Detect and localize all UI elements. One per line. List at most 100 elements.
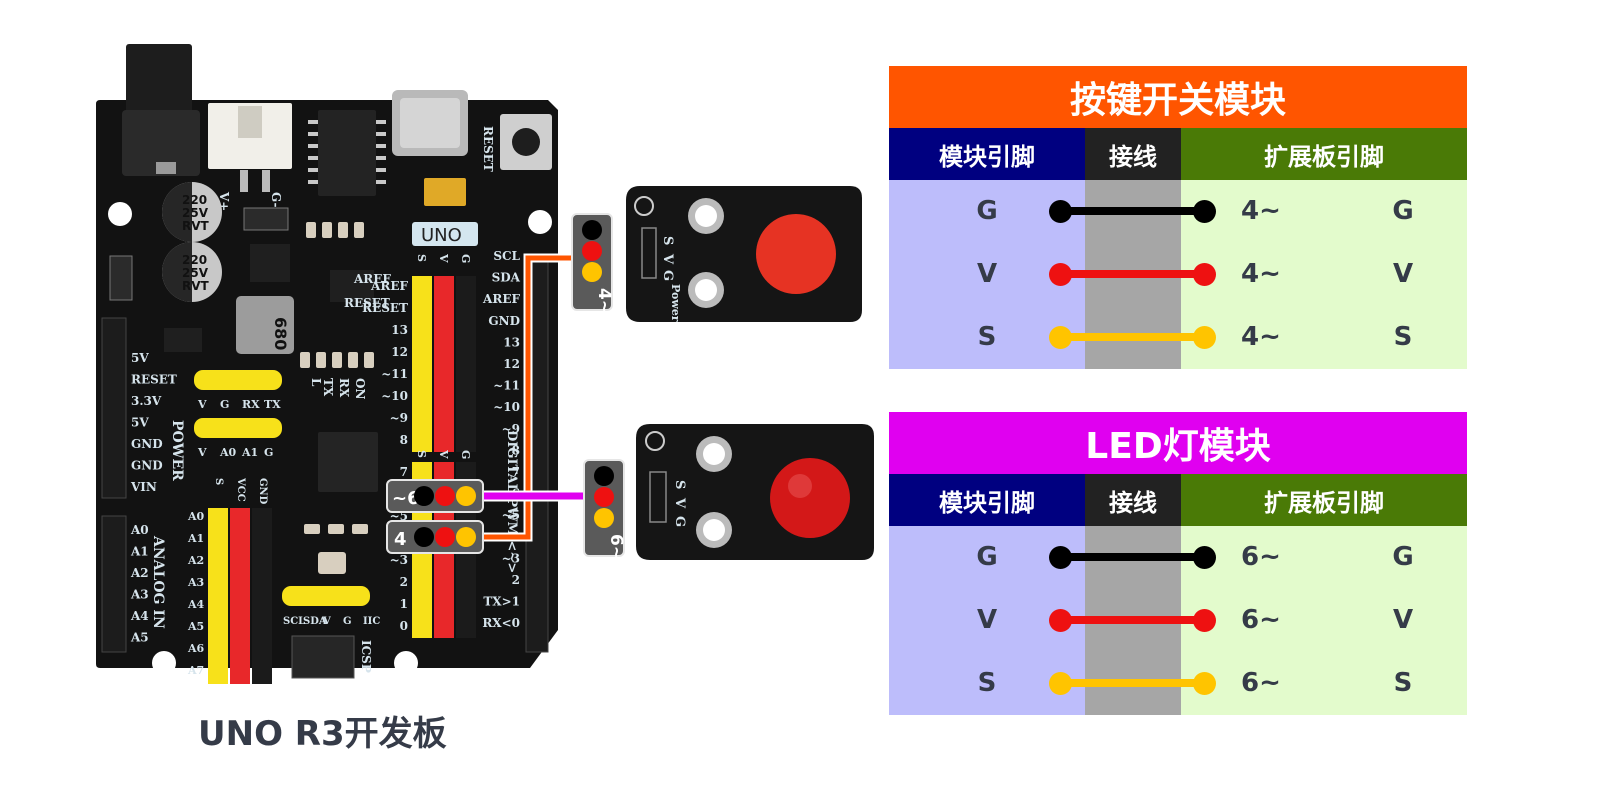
vcc-pin <box>230 662 250 684</box>
uno-r3-board-diagram: V+ G- RESET 220 25V RVT 220 25V RVT <box>96 44 874 684</box>
gnd-pin <box>456 572 476 594</box>
board-pin-type: S <box>1393 322 1413 352</box>
analog-header <box>101 515 127 653</box>
vcc-pin <box>434 616 454 638</box>
diode <box>109 255 133 301</box>
signal-pin <box>412 462 432 484</box>
reset-button: RESET <box>481 114 552 172</box>
vcc-pin <box>434 408 454 430</box>
power-pin-label: VIN <box>130 480 157 494</box>
wire-end-dot <box>1049 672 1072 695</box>
mcu-chip <box>318 432 378 492</box>
power-header <box>101 317 127 499</box>
table-title: LED灯模块 <box>889 412 1467 474</box>
svg-text:V: V <box>672 497 687 509</box>
module-pin: S <box>977 322 997 352</box>
gnd-pin <box>456 298 476 320</box>
svg-text:POWER: POWER <box>169 420 185 481</box>
wire-line <box>1060 207 1204 215</box>
svg-text:680: 680 <box>271 317 290 350</box>
analog-pin-label: A2 <box>130 566 149 580</box>
uart-pin-label: RX <box>242 398 260 411</box>
gnd-pin <box>456 594 476 616</box>
analog-block-header: S <box>213 478 224 485</box>
digital-row-label: 12 <box>391 345 408 359</box>
digital-row-label: 0 <box>400 619 408 633</box>
digital-right-label: SCL <box>493 249 520 263</box>
digital-right-label: ~11 <box>493 379 520 393</box>
digital-right-label: 12 <box>503 357 520 371</box>
board-connector-pin-4: 4 <box>386 520 484 554</box>
wire-end-dot <box>1193 609 1216 632</box>
module-pin: G <box>976 542 998 572</box>
analog-row-label: A6 <box>187 642 205 655</box>
table-title: 按键开关模块 <box>889 66 1467 128</box>
wire-end-dot <box>1193 200 1216 223</box>
usb-c-port <box>392 90 468 156</box>
wire-line <box>1060 333 1204 341</box>
crystal <box>318 552 346 574</box>
digital-row-label: 13 <box>391 323 408 337</box>
gnd-pin <box>456 430 476 452</box>
digital-row-label: ~3 <box>390 553 408 567</box>
mounting-hole <box>152 651 176 675</box>
digital-row-label: ~11 <box>381 367 408 381</box>
svg-text:S: S <box>672 480 687 489</box>
svg-text:S: S <box>660 236 675 245</box>
module-pin: V <box>976 605 998 635</box>
svg-text:RESET: RESET <box>344 296 390 310</box>
inductor: 680 <box>236 296 294 354</box>
vcc-pin <box>230 530 250 552</box>
digital-right-label: RX<0 <box>482 616 520 630</box>
signal-pin <box>412 616 432 638</box>
gnd-pin <box>456 462 476 484</box>
gnd-pin <box>456 320 476 342</box>
gnd-pin <box>252 662 272 684</box>
fuse <box>424 178 466 206</box>
vcc-pin <box>434 572 454 594</box>
vcc-pin <box>434 342 454 364</box>
digital-header-s: S <box>415 254 428 262</box>
svg-text:G-: G- <box>269 192 283 207</box>
svg-text:6~: 6~ <box>606 534 626 560</box>
iic-pin-label: SDA <box>303 616 327 627</box>
board-connector-pin-6: ~6 <box>386 479 484 513</box>
mounting-hole <box>108 202 132 226</box>
analog-row-label: A2 <box>187 554 204 567</box>
digital-right-label: 2 <box>512 573 520 587</box>
signal-pin <box>208 508 228 530</box>
vcc-pin <box>434 320 454 342</box>
signal-pin <box>412 342 432 364</box>
board-pin: 6~ <box>1241 542 1281 572</box>
digital-row-label: 2 <box>400 575 408 589</box>
vcc-pin <box>230 508 250 530</box>
signal-pin <box>412 430 432 452</box>
button-module-tag: 4~ <box>571 213 614 314</box>
wire-end-dot <box>1193 546 1216 569</box>
diode <box>243 207 289 231</box>
svg-text:220: 220 <box>182 253 207 267</box>
header-wire: 接线 <box>1085 474 1181 526</box>
iic-pin-label: SCL <box>283 616 305 627</box>
uart-pin-label: G <box>220 398 229 411</box>
button-module: S V G Power <box>626 186 862 322</box>
gnd-pin <box>252 618 272 640</box>
digital-header-g: G <box>459 450 472 459</box>
gnd-pin <box>252 552 272 574</box>
digital-header-v: V <box>437 253 450 263</box>
digital-right-label: SDA <box>492 271 521 285</box>
board-pin-type: V <box>1392 605 1414 635</box>
module-pin: S <box>977 668 997 698</box>
signal-pin <box>412 594 432 616</box>
power-pin-label: GND <box>131 437 163 451</box>
vcc-pin <box>434 276 454 298</box>
regulator-ic <box>250 244 290 282</box>
svg-text:G: G <box>672 516 687 527</box>
digital-row-label: ~9 <box>390 411 408 425</box>
header-board-pin: 扩展板引脚 <box>1181 128 1467 180</box>
